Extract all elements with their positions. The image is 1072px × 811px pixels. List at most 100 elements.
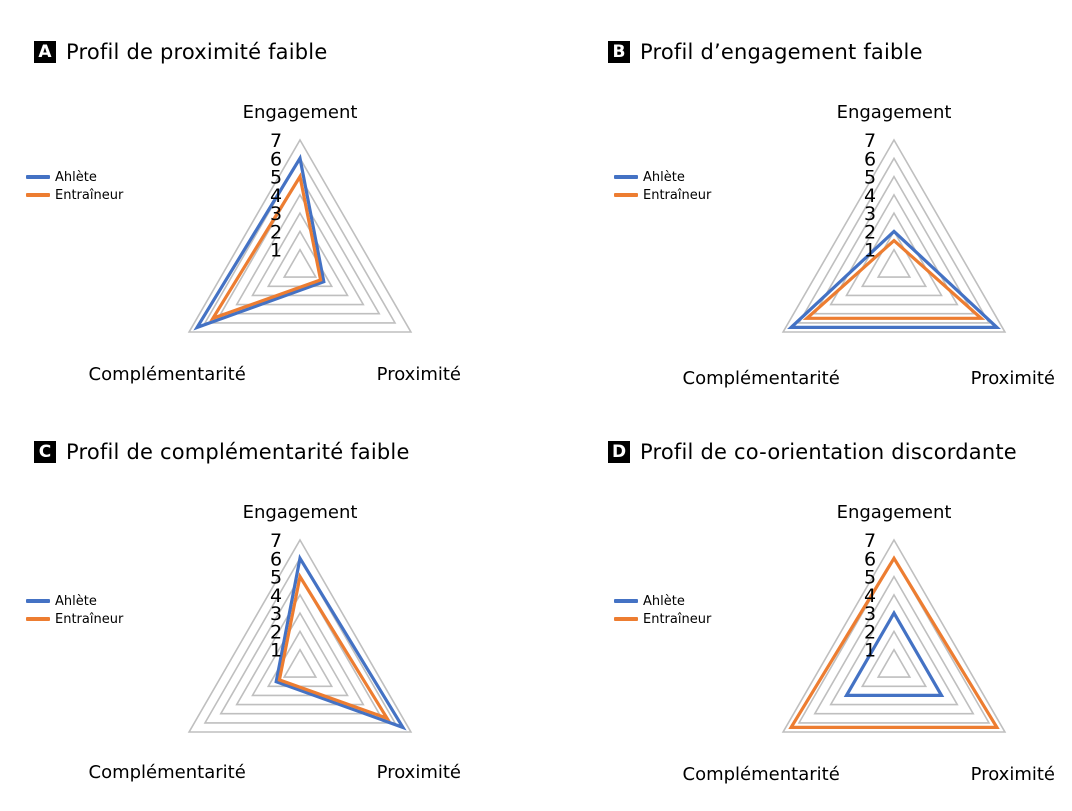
- grid-ring-6: [797, 156, 991, 324]
- panel-title-a: A Profil de proximité faible: [34, 40, 327, 64]
- grid-ring-6: [203, 556, 397, 724]
- grid-ring-1: [282, 648, 318, 678]
- tick-label: 1: [270, 640, 282, 662]
- series-polygon-coach: [277, 572, 391, 722]
- legend-swatch-athlete: [26, 599, 50, 603]
- tick-label: 4: [864, 185, 876, 207]
- grid-ring-3: [251, 211, 349, 297]
- legend-label-coach: Entraîneur: [643, 611, 712, 627]
- grid-ring-4: [235, 593, 365, 706]
- tick-label: 2: [270, 221, 282, 243]
- grid-ring-2: [860, 229, 928, 288]
- grid-ring-5: [219, 175, 381, 315]
- legend-swatch-athlete: [26, 175, 50, 179]
- tick-label: 5: [270, 567, 282, 589]
- grid-ring-6: [203, 156, 397, 324]
- grid-ring-5: [219, 575, 381, 715]
- tick-label: 4: [270, 185, 282, 207]
- series-polygon-athlete: [787, 229, 1001, 329]
- legend-item-coach: Entraîneur: [26, 610, 123, 628]
- axis-label-engagement: Engagement: [837, 502, 952, 523]
- grid-ring-7: [781, 138, 1007, 333]
- grid-ring-3: [845, 211, 943, 297]
- legend-b: Ahlète Entraîneur: [614, 168, 711, 204]
- axis-label-proximite: Proximité: [971, 764, 1055, 785]
- grid-ring-4: [829, 193, 959, 306]
- tick-label: 4: [270, 585, 282, 607]
- radar-chart-b: 1234567EngagementProximitéComplémentarit…: [683, 102, 1055, 389]
- tick-label: 5: [864, 167, 876, 189]
- legend-swatch-coach: [26, 617, 50, 621]
- grid-ring-3: [845, 611, 943, 697]
- tick-label: 3: [270, 203, 282, 225]
- axis-label-engagement: Engagement: [243, 502, 358, 523]
- legend-label-athlete: Ahlète: [55, 593, 97, 609]
- legend-item-coach: Entraîneur: [614, 610, 711, 628]
- grid-ring-5: [813, 575, 975, 715]
- legend-label-athlete: Ahlète: [643, 593, 685, 609]
- grid-ring-7: [187, 538, 413, 733]
- grid-ring-7: [781, 538, 1007, 733]
- panel-letter-a: A: [34, 41, 56, 63]
- tick-label: 4: [864, 585, 876, 607]
- chart-panel-c: C Profil de complémentarité faible Ahlèt…: [0, 400, 536, 800]
- grid-ring-3: [251, 611, 349, 697]
- tick-label: 1: [864, 640, 876, 662]
- panel-title-text-d: Profil de co-orientation discordante: [640, 440, 1017, 464]
- axis-label-complementarite: Complémentarité: [683, 368, 840, 389]
- legend-item-athlete: Ahlète: [614, 592, 711, 610]
- grid-ring-1: [282, 248, 318, 278]
- tick-label: 3: [270, 603, 282, 625]
- tick-label: 6: [270, 548, 282, 570]
- legend-label-athlete: Ahlète: [55, 169, 97, 185]
- tick-label: 2: [864, 221, 876, 243]
- axis-label-complementarite: Complémentarité: [683, 764, 840, 785]
- legend-item-athlete: Ahlète: [26, 168, 123, 186]
- panel-title-b: B Profil d’engagement faible: [608, 40, 923, 64]
- panel-letter-d: D: [608, 441, 630, 463]
- panel-title-text-c: Profil de complémentarité faible: [66, 440, 410, 464]
- legend-label-coach: Entraîneur: [55, 187, 124, 203]
- legend-swatch-coach: [614, 193, 638, 197]
- tick-label: 6: [864, 548, 876, 570]
- series-polygon-athlete: [274, 553, 407, 731]
- legend-d: Ahlète Entraîneur: [614, 592, 711, 628]
- radar-chart-a: 1234567EngagementProximitéComplémentarit…: [89, 102, 461, 385]
- legend-label-athlete: Ahlète: [643, 169, 685, 185]
- legend-label-coach: Entraîneur: [55, 611, 124, 627]
- tick-label: 7: [864, 130, 876, 152]
- tick-label: 6: [864, 148, 876, 170]
- grid-ring-6: [797, 556, 991, 724]
- series-polygon-athlete: [843, 609, 945, 697]
- panel-title-c: C Profil de complémentarité faible: [34, 440, 410, 464]
- grid-ring-1: [876, 248, 912, 278]
- tick-label: 7: [864, 530, 876, 552]
- panel-title-d: D Profil de co-orientation discordante: [608, 440, 1017, 464]
- legend-swatch-athlete: [614, 175, 638, 179]
- tick-label: 2: [270, 621, 282, 643]
- grid-ring-2: [860, 629, 928, 688]
- legend-label-coach: Entraîneur: [643, 187, 712, 203]
- tick-label: 7: [270, 530, 282, 552]
- panel-letter-b: B: [608, 41, 630, 63]
- chart-panel-b: B Profil d’engagement faible Ahlète Entr…: [596, 0, 1072, 400]
- grid-ring-1: [876, 648, 912, 678]
- axis-label-engagement: Engagement: [837, 102, 952, 123]
- legend-item-coach: Entraîneur: [26, 186, 123, 204]
- chart-panel-d: D Profil de co-orientation discordante A…: [596, 400, 1072, 800]
- series-polygon-coach: [788, 555, 1000, 729]
- legend-swatch-coach: [26, 193, 50, 197]
- chart-panel-a: A Profil de proximité faible Ahlète Entr…: [0, 0, 536, 400]
- legend-item-coach: Entraîneur: [614, 186, 711, 204]
- tick-label: 2: [864, 621, 876, 643]
- axis-label-engagement: Engagement: [243, 102, 358, 123]
- tick-label: 1: [864, 240, 876, 262]
- legend-swatch-coach: [614, 617, 638, 621]
- axis-label-proximite: Proximité: [377, 762, 461, 783]
- axis-label-complementarite: Complémentarité: [89, 762, 246, 783]
- tick-label: 5: [864, 567, 876, 589]
- tick-label: 6: [270, 148, 282, 170]
- grid-ring-4: [829, 593, 959, 706]
- series-polygon-coach: [209, 172, 323, 322]
